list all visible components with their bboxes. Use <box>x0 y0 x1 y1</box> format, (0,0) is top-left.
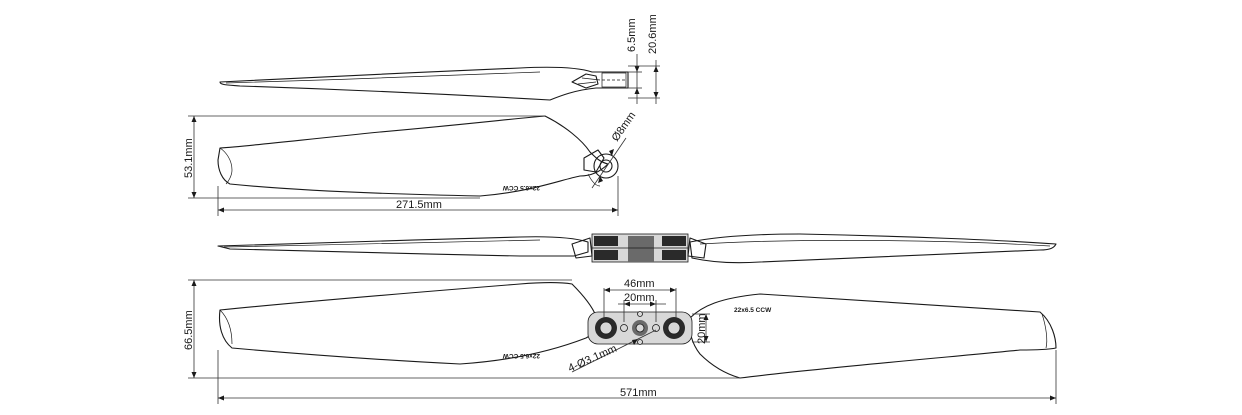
single-blade-side-view <box>219 66 629 101</box>
single-blade-side-outline <box>219 66 629 101</box>
full-top-left-marking: 22x6.5 CCW <box>502 352 540 359</box>
single-blade-top-outline <box>217 115 609 197</box>
dimension-hub-thickness-label: 6.5mm <box>626 18 638 52</box>
full-top-right-marking: 22x6.5 CCW <box>734 307 772 314</box>
dimension-hub-height-label: 20.6mm <box>647 14 659 54</box>
dimension-hub-length: 46mm <box>603 278 677 318</box>
dimension-hub-height: 20.6mm <box>628 14 660 104</box>
dimension-hole-spacing: 20mm <box>618 292 666 322</box>
single-blade-marking: 22x6.5 CCW <box>502 184 540 191</box>
dimension-single-blade-width-label: 53.1mm <box>183 138 195 178</box>
dimension-hole-spacing-label: 20mm <box>624 292 655 304</box>
dimension-full-blade-width-label: 66.5mm <box>183 310 195 350</box>
dimension-full-blade-width: 66.5mm <box>183 279 740 379</box>
dimension-single-blade-length-label: 271.5mm <box>396 199 442 211</box>
dimension-hub-length-label: 46mm <box>624 278 655 290</box>
full-side-left-blade <box>217 236 589 257</box>
dimension-mount-holes-label: 4-Ø3.1mm <box>566 343 618 375</box>
single-blade-side-inner-line <box>225 71 541 84</box>
dimension-hub-thickness: 6.5mm <box>626 18 642 104</box>
full-top-left-blade <box>218 281 598 365</box>
dimension-hub-hole-height-label: 20mm <box>696 313 708 344</box>
full-side-hub <box>591 233 689 263</box>
full-propeller-top-view: 22x6.5 CCW 22x6.5 CCW <box>218 281 1057 379</box>
dimension-single-blade-length: 271.5mm <box>217 176 619 216</box>
dimension-hub-hole-height: 20mm <box>692 313 710 344</box>
single-blade-top-view: 22x6.5 CCW <box>217 115 619 197</box>
dimension-single-blade-width: 53.1mm <box>183 115 545 199</box>
full-side-right-blade <box>689 233 1057 264</box>
dimension-total-span: 571mm <box>217 350 1057 404</box>
full-top-hub <box>587 311 693 345</box>
single-blade-hinge-detail <box>571 73 599 89</box>
single-blade-hinge-top <box>583 149 605 173</box>
dimension-total-span-label: 571mm <box>620 387 657 399</box>
full-propeller-side-view <box>217 233 1057 264</box>
dimension-shaft-diameter-label: Ø8mm <box>610 110 639 144</box>
full-top-right-blade <box>688 293 1057 379</box>
shaft-hole-outer <box>593 153 619 179</box>
